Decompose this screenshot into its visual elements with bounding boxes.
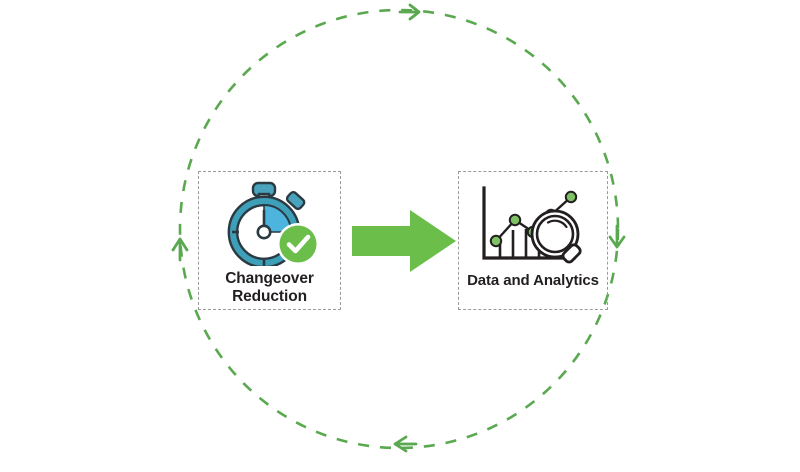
- node-changeover-reduction[interactable]: Changeover Reduction: [198, 171, 341, 310]
- node-changeover-reduction-label: Changeover Reduction: [225, 270, 314, 305]
- cycle-arrow-left-icon: [171, 237, 189, 262]
- cycle-arrow-top-icon: [398, 3, 421, 21]
- node-data-and-analytics-label: Data and Analytics: [467, 272, 599, 289]
- cycle-arrow-bottom-icon: [393, 435, 418, 453]
- node-data-and-analytics[interactable]: Data and Analytics: [458, 171, 608, 310]
- flow-arrow-right-icon: [352, 210, 456, 272]
- chart-magnifier-icon: [482, 186, 582, 264]
- stopwatch-check-icon: [227, 181, 319, 266]
- cycle-arrow-right-icon: [608, 224, 626, 249]
